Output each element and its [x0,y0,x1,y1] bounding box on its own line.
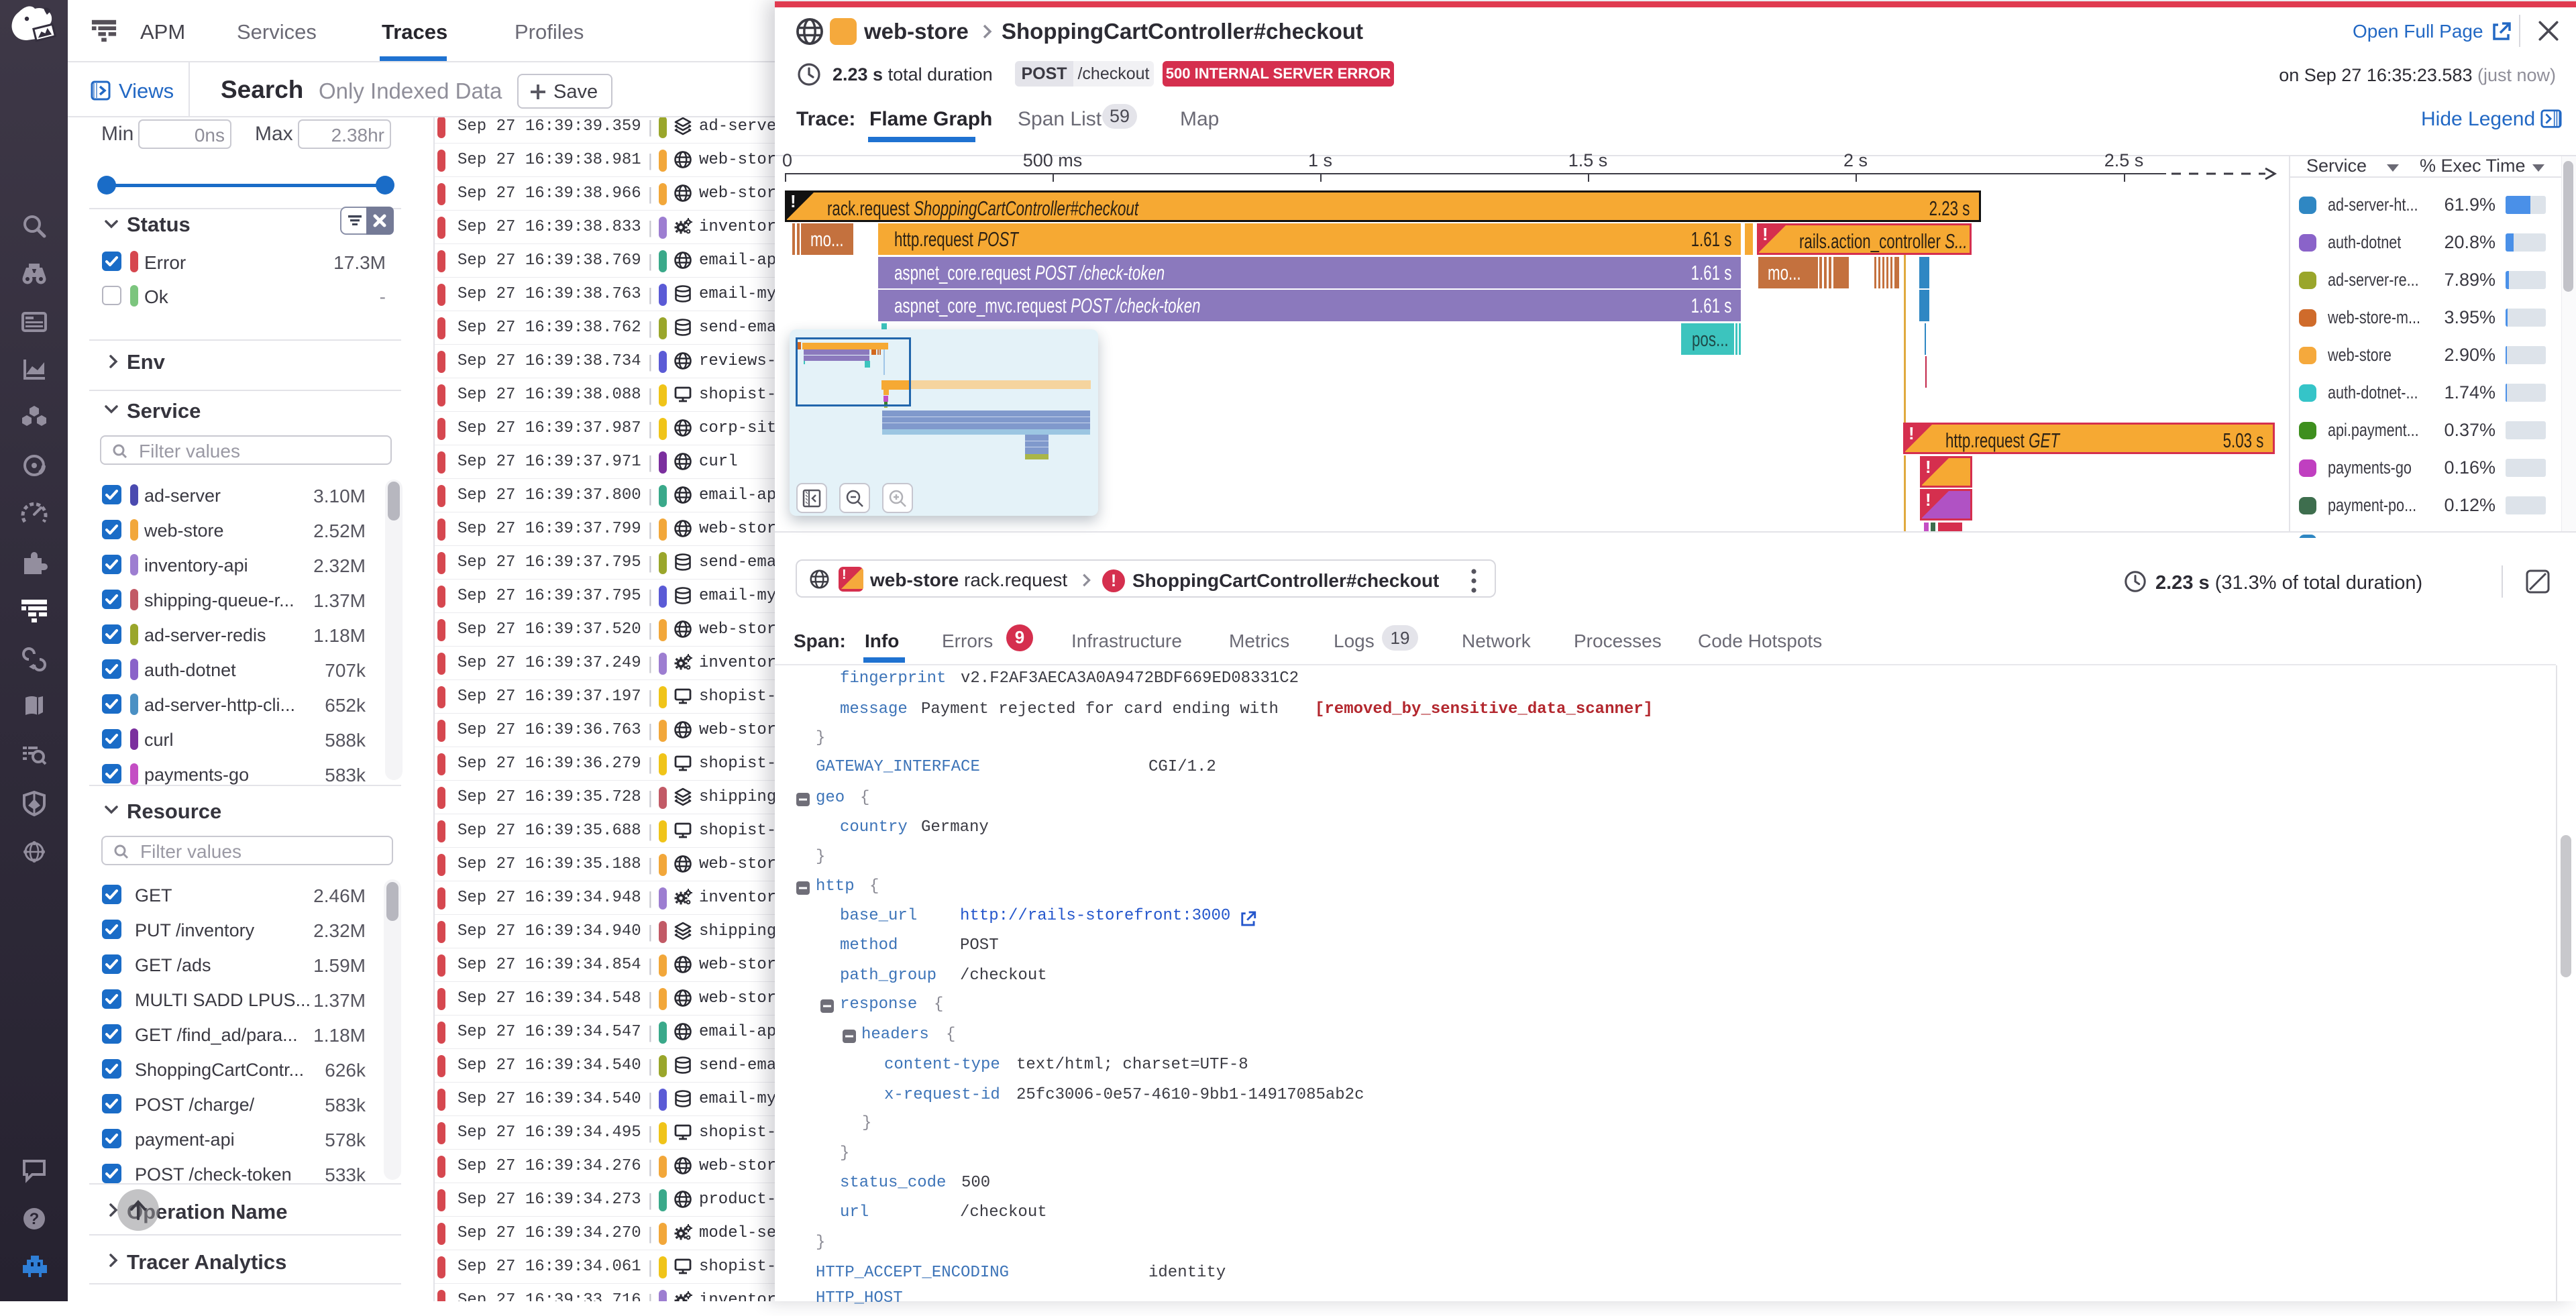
svg-text:?: ? [30,1210,40,1228]
